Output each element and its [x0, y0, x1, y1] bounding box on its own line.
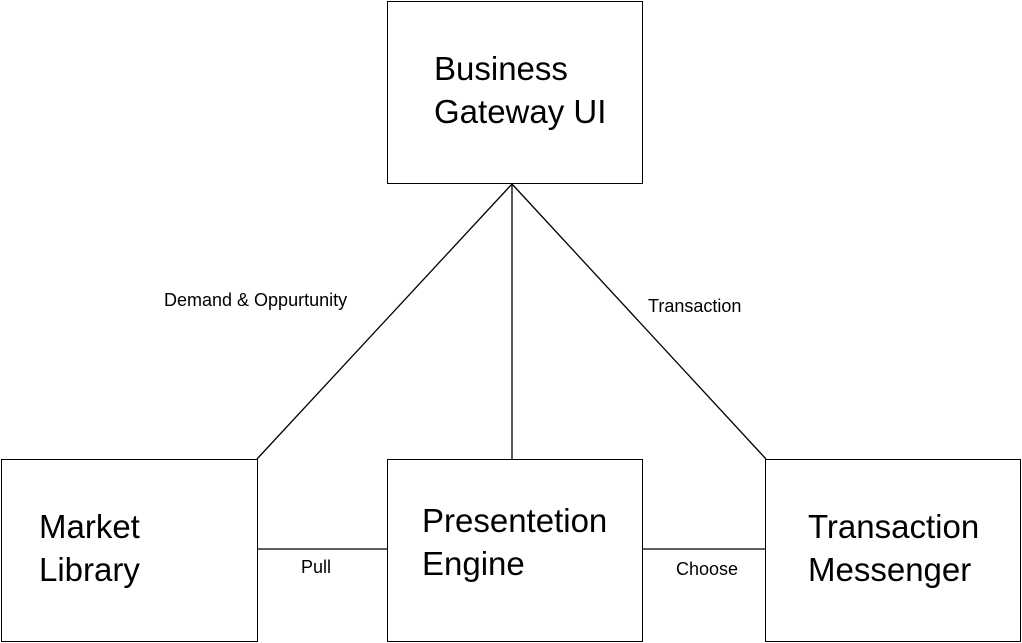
- edge-gateway-messenger: [511, 183, 767, 460]
- transaction-messenger-label-line-1: Transaction: [808, 508, 980, 545]
- market-library-box: [1, 459, 258, 642]
- edge-gateway-market: [256, 183, 513, 460]
- edge-label-pull: Pull: [301, 557, 332, 577]
- transaction-messenger-label: Transaction Messenger: [808, 505, 979, 591]
- market-library-label: Market Library: [39, 505, 140, 591]
- presentation-engine-label-line-2: Engine: [422, 545, 525, 582]
- edge-label-demand-opportunity: Demand & Oppurtunity: [164, 290, 348, 310]
- presentation-engine-label-line-1: Presentetion: [422, 502, 608, 539]
- presentation-engine-label: Presentetion Engine: [422, 499, 607, 585]
- business-gateway-ui-box: [387, 1, 643, 184]
- transaction-messenger-box: [765, 459, 1021, 642]
- business-gateway-ui-label-line-2: Gateway UI: [434, 93, 607, 130]
- transaction-messenger-label-line-2: Messenger: [808, 551, 972, 588]
- business-gateway-ui-label: Business Gateway UI: [434, 47, 606, 133]
- market-library-label-line-2: Library: [39, 551, 140, 588]
- edge-label-transaction: Transaction: [648, 296, 742, 316]
- edge-label-choose: Choose: [676, 559, 739, 579]
- market-library-label-line-1: Market: [39, 508, 140, 545]
- business-gateway-ui-label-line-1: Business: [434, 50, 568, 87]
- presentation-engine-box: [387, 459, 643, 642]
